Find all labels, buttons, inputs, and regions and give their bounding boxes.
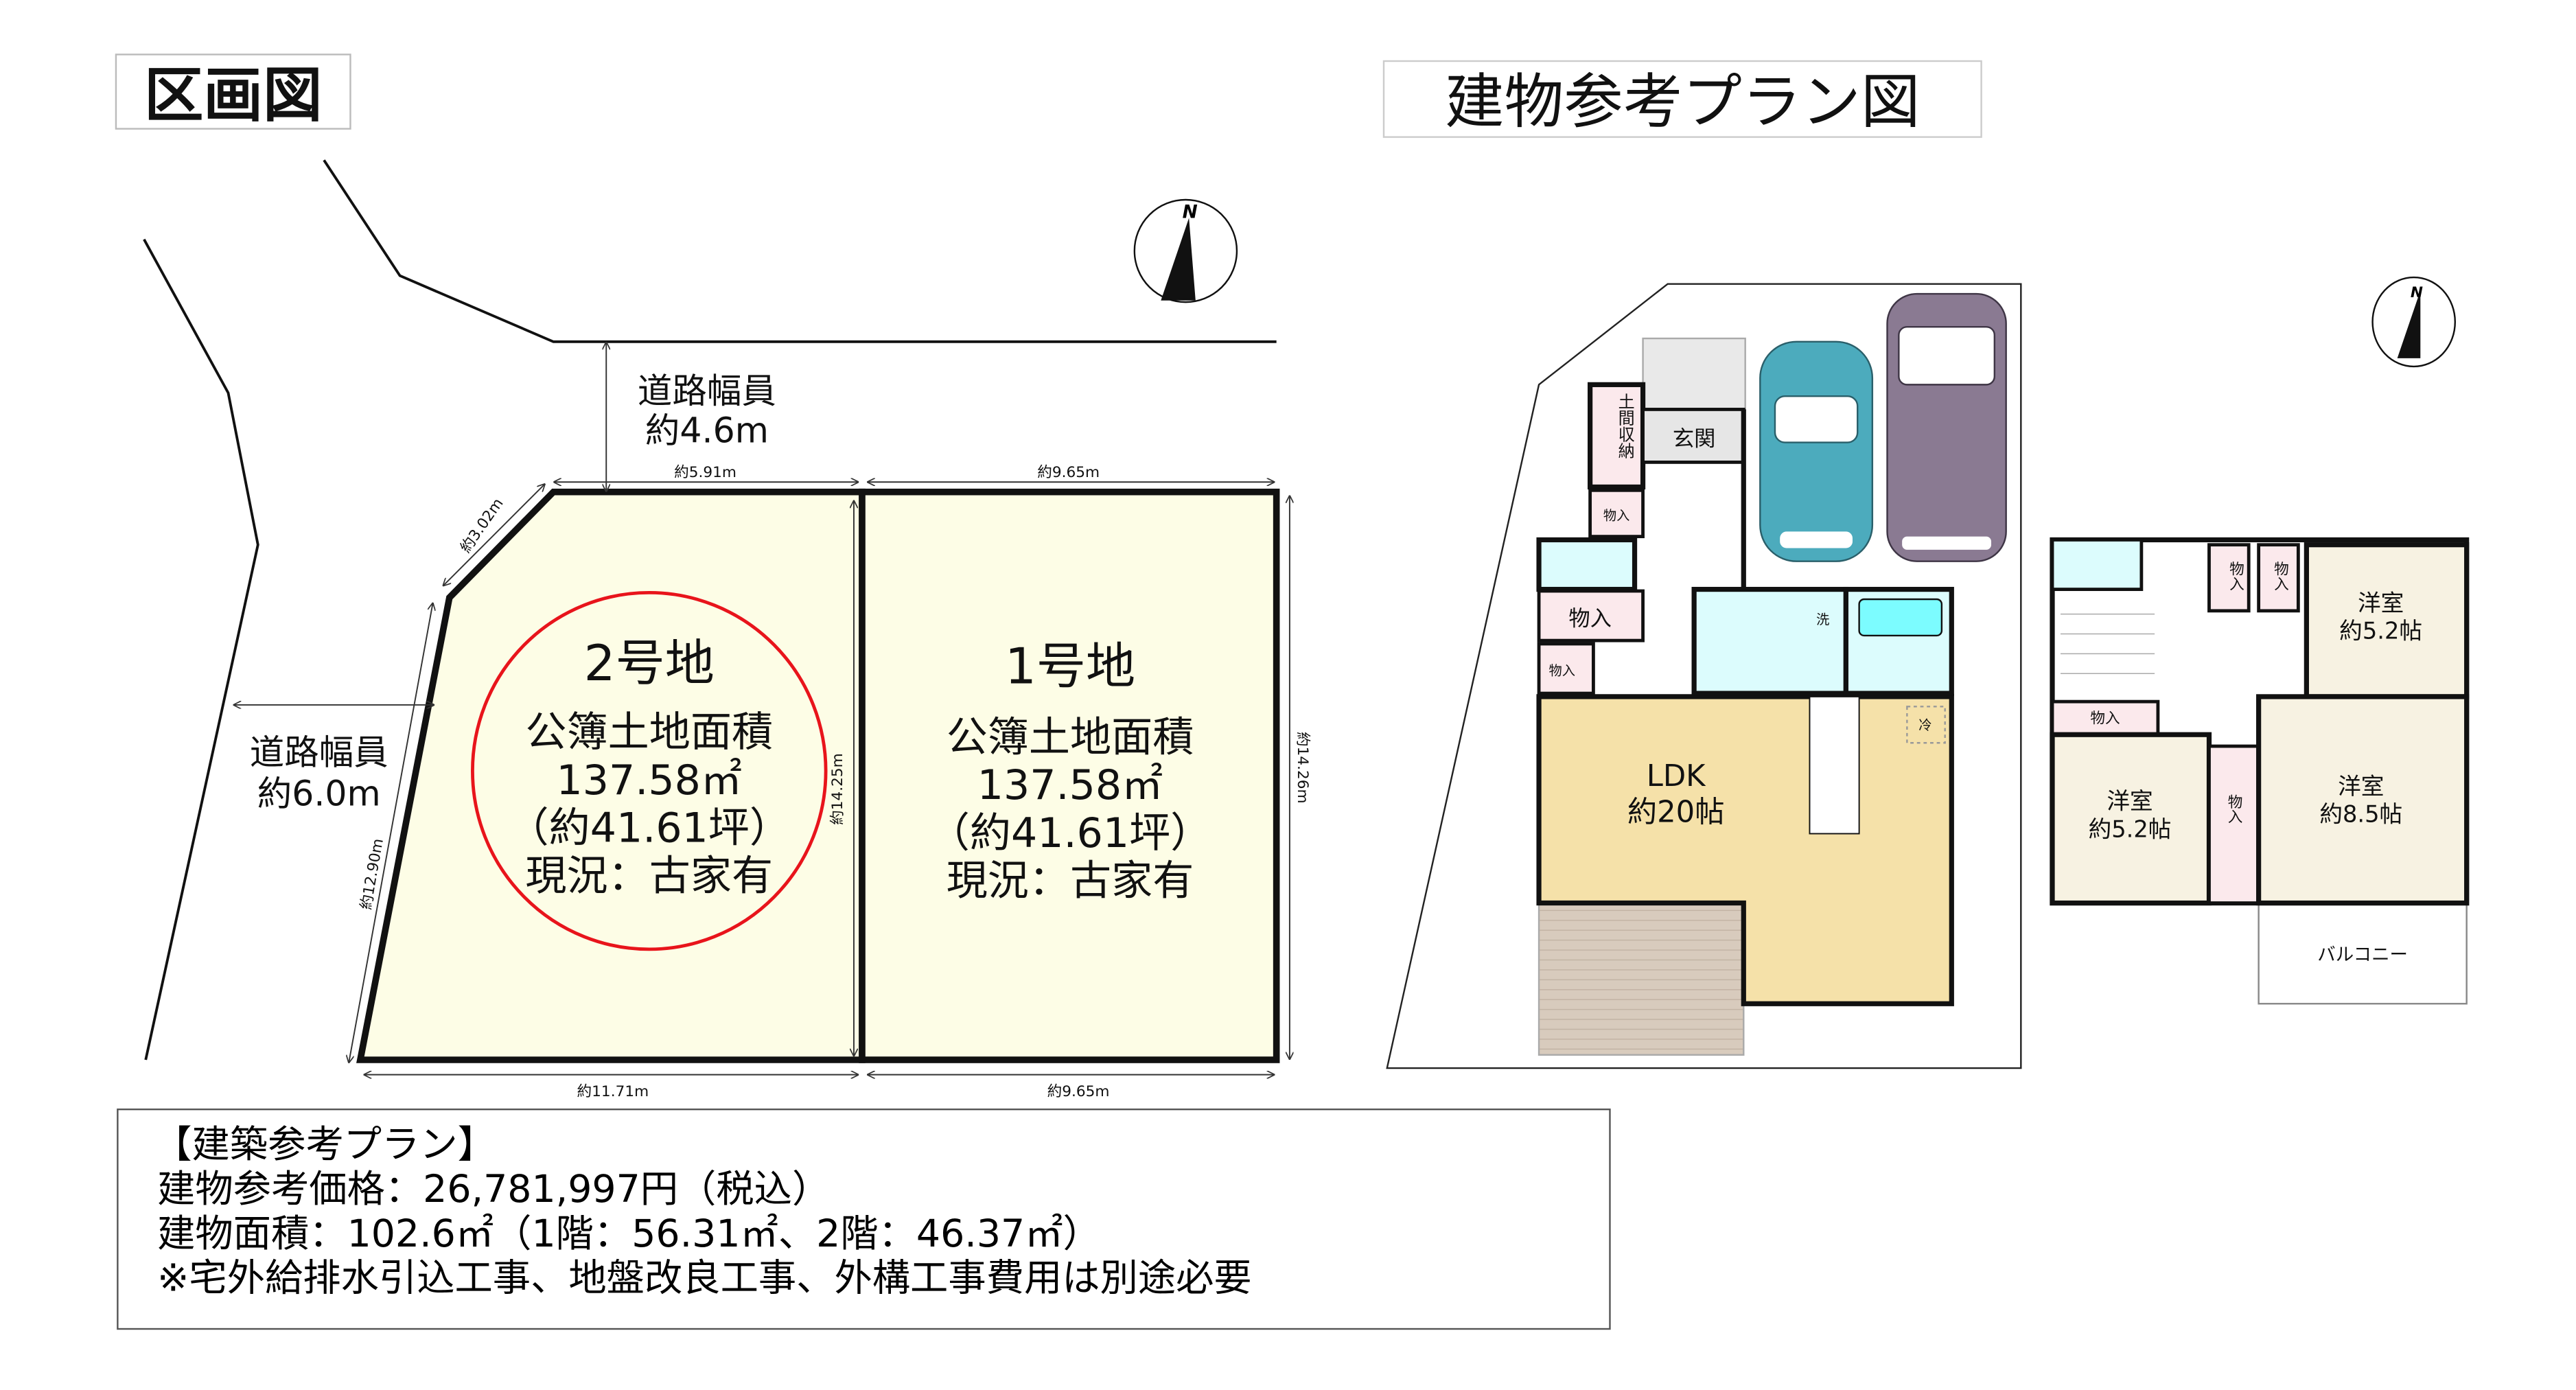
room-western-2-size: 約5.2帖 [2089,815,2172,842]
compass-plan: N [2371,276,2457,368]
lot-area-label: 公簿土地面積 [525,708,773,756]
highlight-circle [471,590,828,951]
room-western-1: 洋室 [2358,590,2404,616]
plan-title: 建物参考プラン図 [1445,68,1920,137]
road-left-label: 道路幅員 [250,732,388,773]
road-labels: 道路幅員 約4.6m 道路幅員 約6.0m [250,371,776,814]
lot-1[interactable] [859,488,1280,1063]
lot-name: 2号地 [584,635,715,693]
dim-top-lot2: 約5.91m [674,464,736,481]
lot-1-labels: 1号地 公簿土地面積 137.58㎡ （約41.61坪） 現況：古家有 [929,638,1212,905]
info-heading: 【建築参考プラン】 [154,1123,496,1167]
lot-area: 137.58㎡ [557,756,742,804]
wash-machine: 洗 [1816,612,1829,627]
dim-top-lot1: 約9.65m [1037,464,1100,481]
road-left-width: 約6.0m [257,774,381,814]
floor1-plan [1536,337,1954,1056]
dim-bottom-lot1: 約9.65m [1047,1083,1110,1100]
room-balcony: バルコニー [2317,945,2408,966]
dim-right: 約14.26m [1294,732,1311,804]
room-western-2: 洋室 [2107,787,2153,814]
room-western-1-size: 約5.2帖 [2339,618,2422,645]
lot-area: 137.58㎡ [977,761,1163,809]
room-western-3: 洋室 [2338,773,2384,800]
lot-status: 現況：古家有 [525,852,773,900]
room-storage: 物入 [2227,561,2244,591]
lot-name: 1号地 [1005,638,1135,696]
lot-title-box: 区画図 [115,54,351,130]
dim-middle: 約14.25m [829,753,846,825]
room-storage: 物入 [2225,794,2242,824]
road-top-label: 道路幅員 [638,371,776,411]
room-storage: 物入 [1568,606,1612,631]
road-top-width: 約4.6m [645,410,769,451]
road-lines [143,159,1277,1061]
info-area: 建物面積：102.6㎡（1階：56.31㎡、2階：46.37㎡） [157,1212,1101,1256]
room-storage: 物入 [1549,663,1575,679]
lot-tsubo: （約41.61坪） [929,809,1212,857]
car-teal [1759,340,1874,562]
compass-n-label: N [1183,201,1198,222]
lot-title: 区画図 [144,61,323,130]
room-storage: 物入 [2271,561,2288,591]
room-storage: 物入 [1603,508,1629,524]
compass-n-label: N [2411,284,2423,301]
info-box: 【建築参考プラン】 建物参考価格：26,781,997円（税込） 建物面積：10… [117,1108,1611,1330]
plan-title-box: 建物参考プラン図 [1382,60,1982,138]
floor2-labels: 物入 物入 物入 物入 洋室 約5.2帖 洋室 約5.2帖 洋室 約8.5帖 バ… [2089,561,2422,966]
fridge: 冷 [1918,717,1931,733]
compass-lot: N [1133,198,1238,303]
lot-tsubo: （約41.61坪） [508,804,791,853]
lot-2-labels: 2号地 公簿土地面積 137.58㎡ （約41.61坪） 現況：古家有 [508,635,791,900]
info-note: ※宅外給排水引込工事、地盤改良工事、外構工事費用は別途必要 [157,1257,1252,1301]
floor2-plan [2050,537,2470,1005]
room-western-3-size: 約8.5帖 [2319,801,2402,828]
dim-bottom-lot2: 約11.71m [577,1083,649,1100]
floor1-labels: 土間収納 玄関 物入 物入 物入 洗 冷 LDK 約20帖 [1549,393,1932,829]
lot-status: 現況：古家有 [947,857,1194,905]
info-price: 建物参考価格：26,781,997円（税込） [157,1168,830,1212]
room-ldk: LDK [1647,759,1706,794]
room-storage: 物入 [2090,710,2120,727]
lot-area-label: 公簿土地面積 [947,713,1194,761]
car-purple [1886,292,2007,562]
room-ldk-size: 約20帖 [1627,796,1725,830]
room-doma: 土間収納 [1615,393,1634,459]
room-genkan: 玄関 [1673,426,1716,451]
dimension-lines [233,341,1290,1075]
